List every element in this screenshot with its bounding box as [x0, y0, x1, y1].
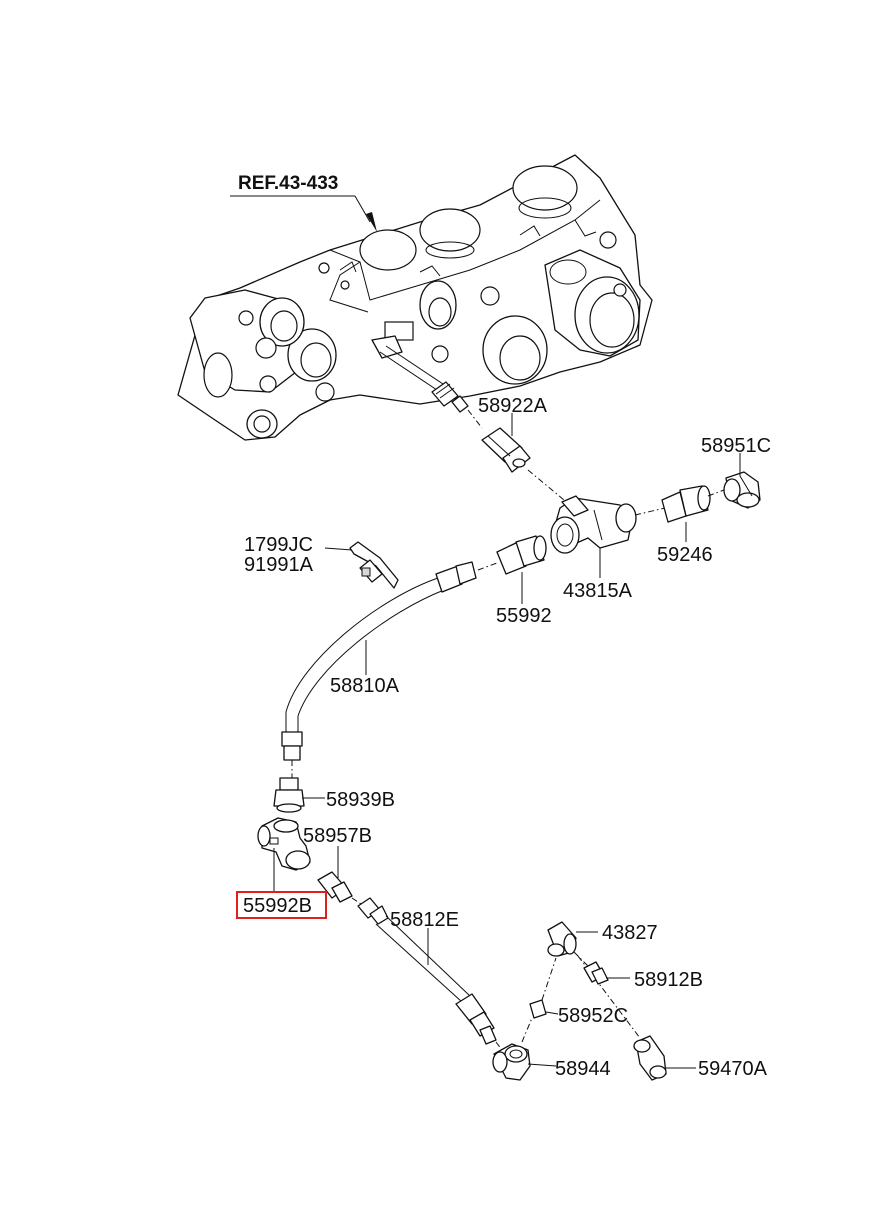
label-58939B: 58939B — [326, 789, 395, 811]
highlight-box-55992B — [236, 891, 327, 919]
reference-label: REF.43-433 — [238, 173, 338, 194]
fitting-59246 — [661, 485, 725, 523]
label-58812E: 58812E — [390, 909, 459, 931]
label-55992B: 55992B — [243, 895, 312, 917]
leader-lines — [273, 413, 741, 1069]
label-58952C: 58952C — [558, 1005, 628, 1027]
label-59246: 59246 — [657, 544, 713, 566]
reference-callout: REF.43-433 — [230, 173, 377, 232]
elbow-58951C — [723, 471, 761, 509]
fitting-58939B — [273, 777, 305, 813]
upper-tube-58922A — [379, 345, 571, 506]
label-1799JC: 1799JC — [244, 534, 313, 556]
label-58944: 58944 — [555, 1058, 611, 1080]
fitting-58952C — [521, 957, 557, 1043]
part-labels: 58922A 58951C 1799JC 91991A 59246 43815A… — [236, 395, 771, 1080]
label-58951C: 58951C — [701, 435, 771, 457]
label-58912B: 58912B — [634, 969, 703, 991]
fitting-55992B — [317, 871, 365, 907]
label-43827: 43827 — [602, 922, 658, 944]
label-58957B: 58957B — [303, 825, 372, 847]
tee-43815A — [550, 495, 666, 554]
hose-58812E — [357, 897, 503, 1051]
fitting-55992 — [477, 535, 547, 575]
label-91991A: 91991A — [244, 554, 314, 576]
label-43815A: 43815A — [563, 580, 633, 602]
hose-clip-1799JC — [349, 541, 399, 589]
elbow-58944 — [492, 1043, 531, 1081]
label-58922A: 58922A — [478, 395, 548, 417]
label-59470A: 59470A — [698, 1058, 768, 1080]
tee-58957B — [257, 817, 311, 871]
hose-58810A — [281, 561, 477, 778]
transmission-valve-body — [177, 154, 653, 441]
label-55992: 55992 — [496, 605, 552, 627]
elbow-59470A — [633, 1035, 667, 1081]
label-58810A: 58810A — [330, 675, 400, 697]
fitting-58912B — [583, 961, 609, 985]
